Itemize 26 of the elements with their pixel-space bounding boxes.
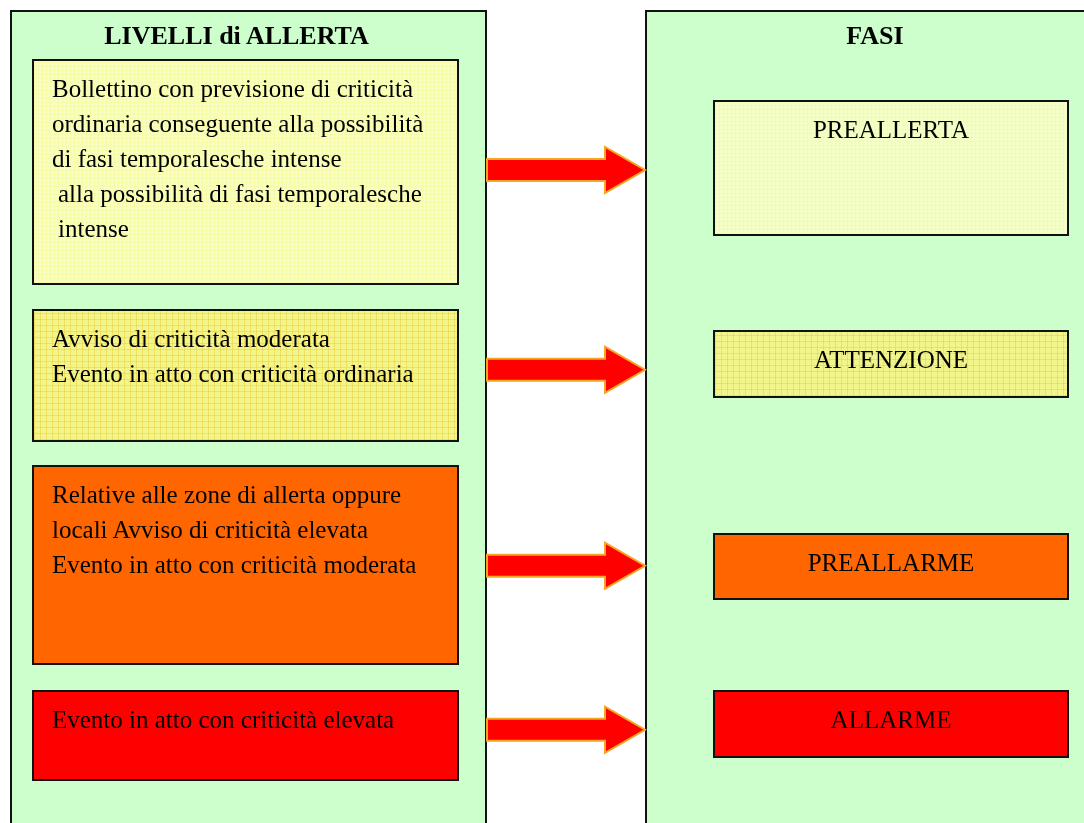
level-box (32, 465, 459, 665)
box-text: ALLARME (829, 705, 953, 735)
box-text: PREALLERTA (811, 115, 971, 145)
level-box (713, 100, 1069, 236)
block-arrow (486, 541, 647, 591)
level-box (32, 690, 459, 781)
level-box (713, 330, 1069, 398)
level-box (32, 59, 459, 285)
box-text: Relative alle zone di allerta oppure locali Avviso di criticità elevata (52, 480, 403, 545)
box-text: Evento in atto con criticità ordinaria (52, 359, 415, 389)
box-text: Avviso di criticità moderata (52, 324, 331, 354)
box-text: PREALLARME (806, 548, 976, 578)
panel-title: LIVELLI di ALLERTA (104, 20, 369, 52)
panel (10, 10, 487, 823)
block-arrow (486, 705, 647, 755)
level-box (32, 309, 459, 442)
block-arrow (486, 345, 647, 395)
panel-title: FASI (846, 20, 904, 52)
box-text: Evento in atto con criticità moderata (52, 550, 418, 580)
level-box (713, 533, 1069, 600)
box-text: ATTENZIONE (812, 345, 970, 375)
block-arrow (486, 145, 647, 195)
level-box (713, 690, 1069, 758)
panel (645, 10, 1084, 823)
box-text: Evento in atto con criticità elevata (52, 705, 396, 735)
box-text: alla possibilità di fasi temporalesche intense (57, 179, 423, 244)
